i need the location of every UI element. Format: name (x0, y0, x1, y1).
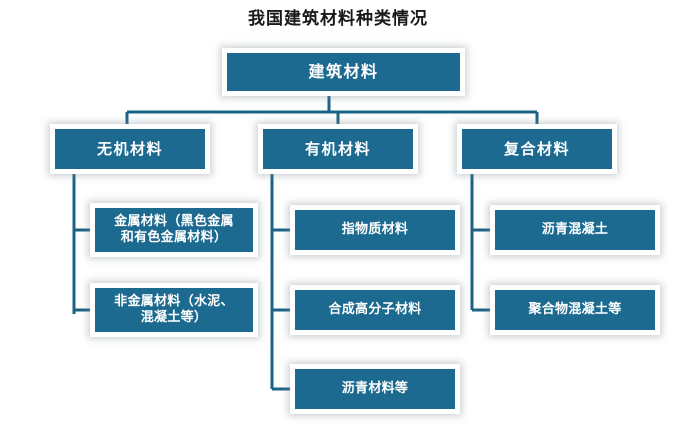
node-nonmetal-materials[interactable]: 非金属材料（水泥、 混凝土等） (90, 283, 258, 337)
node-nonmetal-materials-label: 非金属材料（水泥、 混凝土等） (114, 294, 234, 325)
node-metal-materials-label: 金属材料（黑色金属 和有色金属材料） (114, 214, 234, 245)
node-plant-materials-label: 指物质材料 (341, 222, 409, 238)
node-polymer-concrete-label: 聚合物混凝土等 (528, 302, 622, 318)
node-asphalt-materials[interactable]: 沥青材料等 (290, 364, 460, 414)
node-inorganic-materials[interactable]: 无机材料 (50, 124, 210, 174)
node-root-label: 建筑材料 (308, 62, 379, 82)
node-asphalt-materials-label: 沥青材料等 (341, 381, 409, 397)
node-polymer-concrete[interactable]: 聚合物混凝土等 (490, 285, 660, 335)
node-asphalt-concrete-label: 沥青混凝土 (541, 222, 609, 238)
node-organic-materials[interactable]: 有机材料 (258, 124, 418, 174)
node-asphalt-concrete[interactable]: 沥青混凝土 (490, 205, 660, 255)
node-root[interactable]: 建筑材料 (222, 48, 465, 96)
node-inorganic-materials-label: 无机材料 (96, 139, 163, 158)
node-metal-materials[interactable]: 金属材料（黑色金属 和有色金属材料） (90, 203, 258, 257)
node-composite-materials[interactable]: 复合材料 (457, 124, 617, 174)
node-organic-materials-label: 有机材料 (304, 139, 371, 158)
page-title: 我国建筑材料种类情况 (248, 9, 428, 29)
node-composite-materials-label: 复合材料 (503, 139, 570, 158)
node-plant-materials[interactable]: 指物质材料 (290, 205, 460, 255)
node-synthetic-polymer-materials-label: 合成高分子材料 (328, 302, 422, 318)
node-synthetic-polymer-materials[interactable]: 合成高分子材料 (290, 285, 460, 335)
